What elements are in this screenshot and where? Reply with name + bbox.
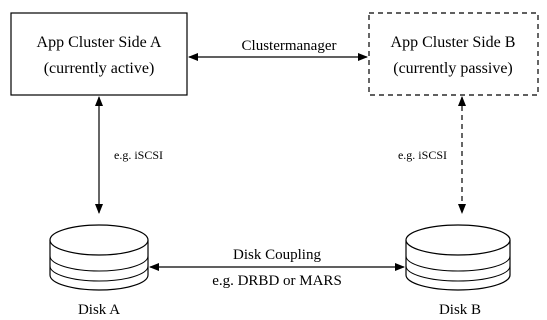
iscsi-link-b: e.g. iSCSI	[398, 96, 466, 214]
disk-b-label: Disk B	[439, 302, 481, 318]
cluster-a-box: App Cluster Side A (currently active)	[10, 12, 188, 96]
cluster-b-box: App Cluster Side B (currently passive)	[368, 12, 539, 96]
cluster-a-title: App Cluster Side A	[37, 34, 162, 51]
disk-coupling-link: Disk Coupling e.g. DRBD or MARS	[149, 247, 405, 289]
iscsi-link-a: e.g. iSCSI	[95, 96, 163, 214]
cluster-a-status: (currently active)	[44, 60, 155, 77]
disk-a-label: Disk A	[78, 302, 120, 318]
cluster-b-title: App Cluster Side B	[391, 34, 516, 51]
iscsi-label-a: e.g. iSCSI	[114, 148, 163, 162]
disk-coupling-title: Disk Coupling	[233, 247, 321, 263]
cluster-b-status: (currently passive)	[393, 60, 513, 77]
clustermanager-link: Clustermanager	[188, 38, 368, 61]
clustermanager-label: Clustermanager	[242, 38, 337, 54]
disk-a-icon	[49, 224, 149, 291]
disk-coupling-example: e.g. DRBD or MARS	[212, 273, 342, 289]
disk-b-icon	[405, 224, 511, 291]
iscsi-label-b: e.g. iSCSI	[398, 148, 447, 162]
